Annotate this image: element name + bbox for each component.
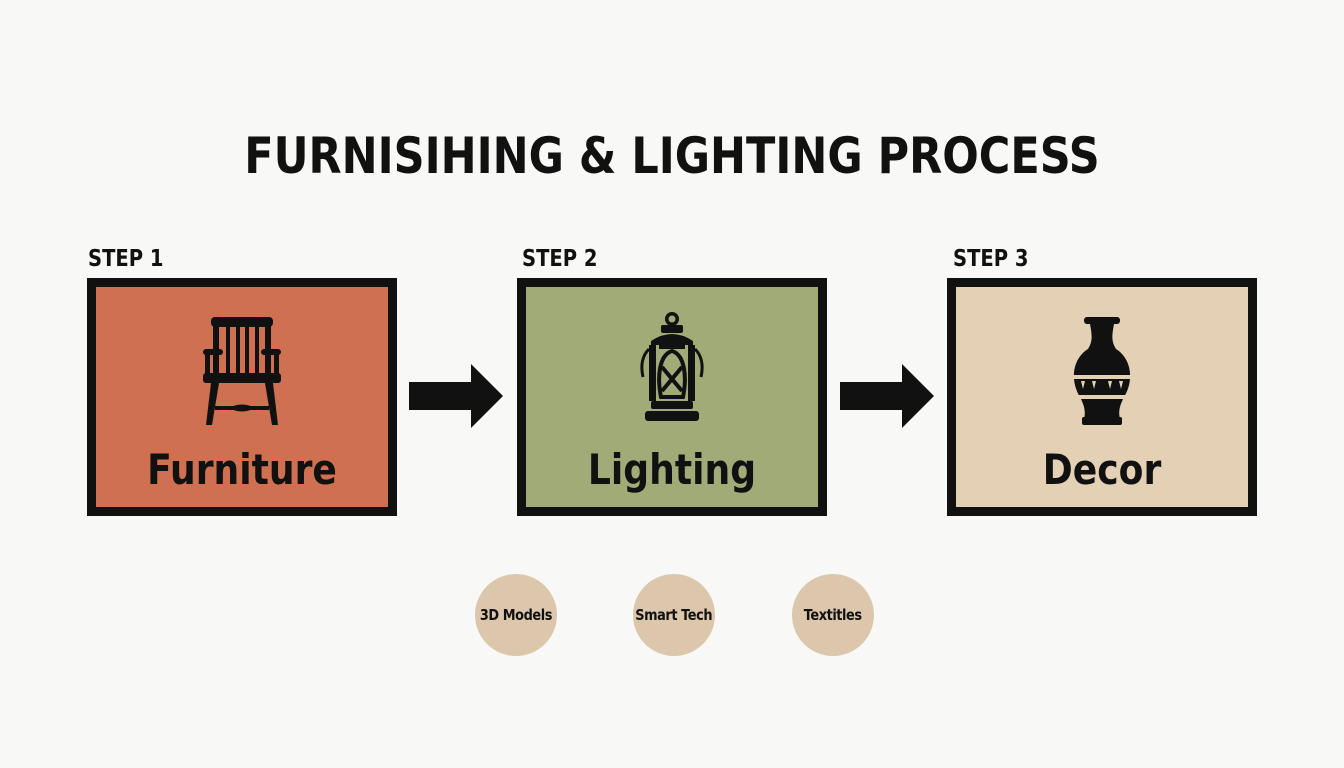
- step-1-name: Furniture: [147, 445, 337, 494]
- arrow-right-icon: [409, 364, 503, 428]
- tag-smart-tech: Smart Tech: [633, 574, 715, 656]
- vase-icon: [956, 311, 1248, 435]
- chair-icon: [96, 311, 388, 435]
- tag-textitles: Textitles: [792, 574, 874, 656]
- arrow-right-icon: [840, 364, 934, 428]
- step-3-name: Decor: [1042, 445, 1162, 494]
- step-2-name: Lighting: [587, 445, 757, 494]
- step-3-box: Decor: [947, 278, 1257, 516]
- step-1-box: Furniture: [87, 278, 397, 516]
- step-2-label: STEP 2: [522, 246, 598, 272]
- step-2-box: Lighting: [517, 278, 827, 516]
- tag-3d-models: 3D Models: [475, 574, 557, 656]
- lantern-icon: [526, 311, 818, 435]
- step-3-label: STEP 3: [953, 246, 1029, 272]
- diagram-title: FURNISIHING & LIGHTING PROCESS: [244, 127, 1100, 185]
- step-1-label: STEP 1: [88, 246, 164, 272]
